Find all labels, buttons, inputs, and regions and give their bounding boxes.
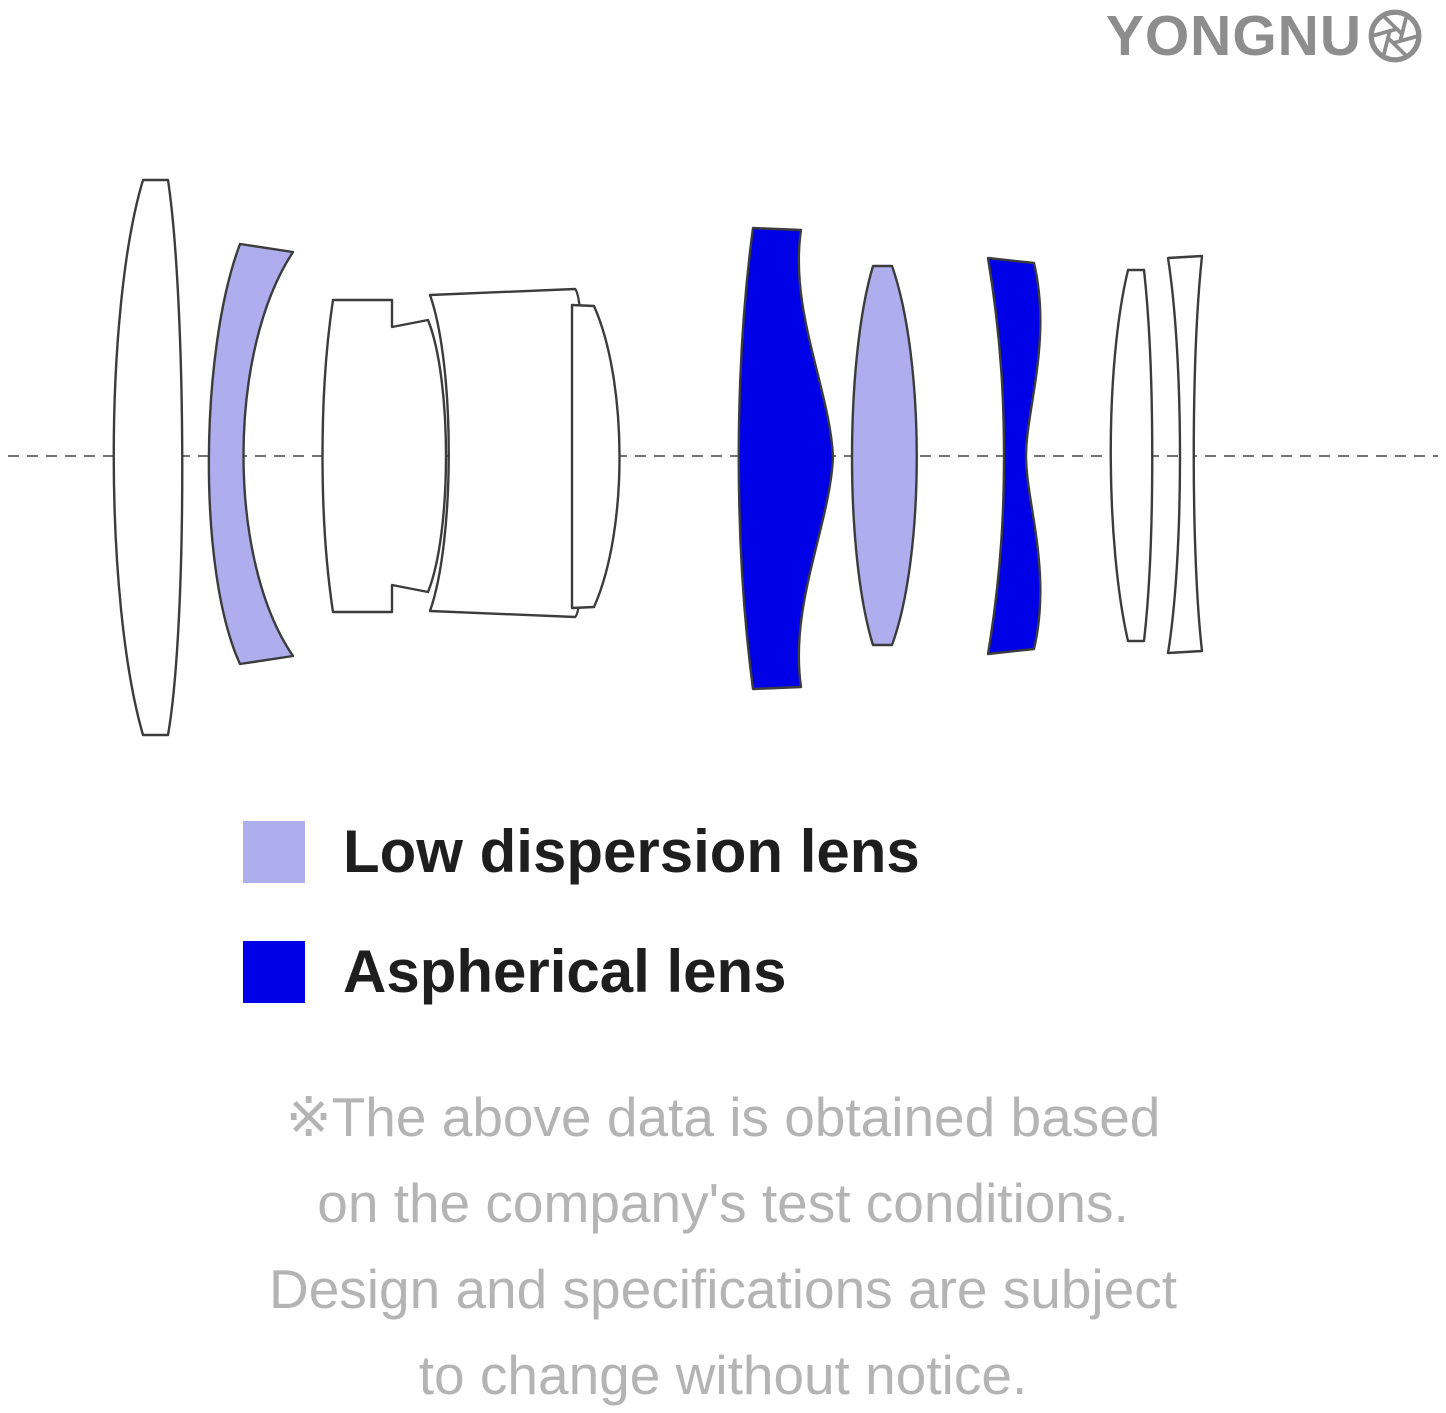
legend: Low dispersion lens Aspherical lens	[243, 820, 920, 1060]
lens-element-10	[1166, 254, 1204, 655]
lens-element-5	[570, 303, 621, 610]
lens-element-3	[321, 298, 448, 614]
lens-element-6-aspherical	[737, 226, 835, 691]
lens-element-4	[428, 287, 587, 619]
legend-row-aspherical: Aspherical lens	[243, 940, 920, 1004]
disclaimer-line-3: Design and specifications are subject	[268, 1258, 1177, 1320]
disclaimer-text: ※The above data is obtained based on the…	[0, 1074, 1446, 1413]
lens-element-2-low-dispersion	[207, 242, 295, 666]
lens-element-8-aspherical	[986, 256, 1042, 656]
disclaimer-line-4: to change without notice.	[418, 1344, 1028, 1406]
yongnuo-logo: YONGNU	[1106, 4, 1424, 68]
disclaimer-line-1: ※The above data is obtained based	[285, 1086, 1161, 1148]
logo-text: YONGNU	[1105, 4, 1362, 68]
lens-diagram	[8, 178, 1438, 737]
lens-element-1	[112, 178, 184, 737]
aspherical-swatch	[243, 941, 305, 1003]
lens-element-7-low-dispersion	[850, 264, 918, 647]
aperture-icon	[1368, 9, 1422, 63]
disclaimer-line-2: on the company's test conditions.	[317, 1172, 1129, 1234]
low-dispersion-swatch	[243, 821, 305, 883]
legend-row-low-dispersion: Low dispersion lens	[243, 820, 920, 884]
lens-element-9	[1109, 268, 1154, 643]
aspherical-label: Aspherical lens	[343, 938, 787, 1005]
low-dispersion-label: Low dispersion lens	[343, 818, 920, 885]
